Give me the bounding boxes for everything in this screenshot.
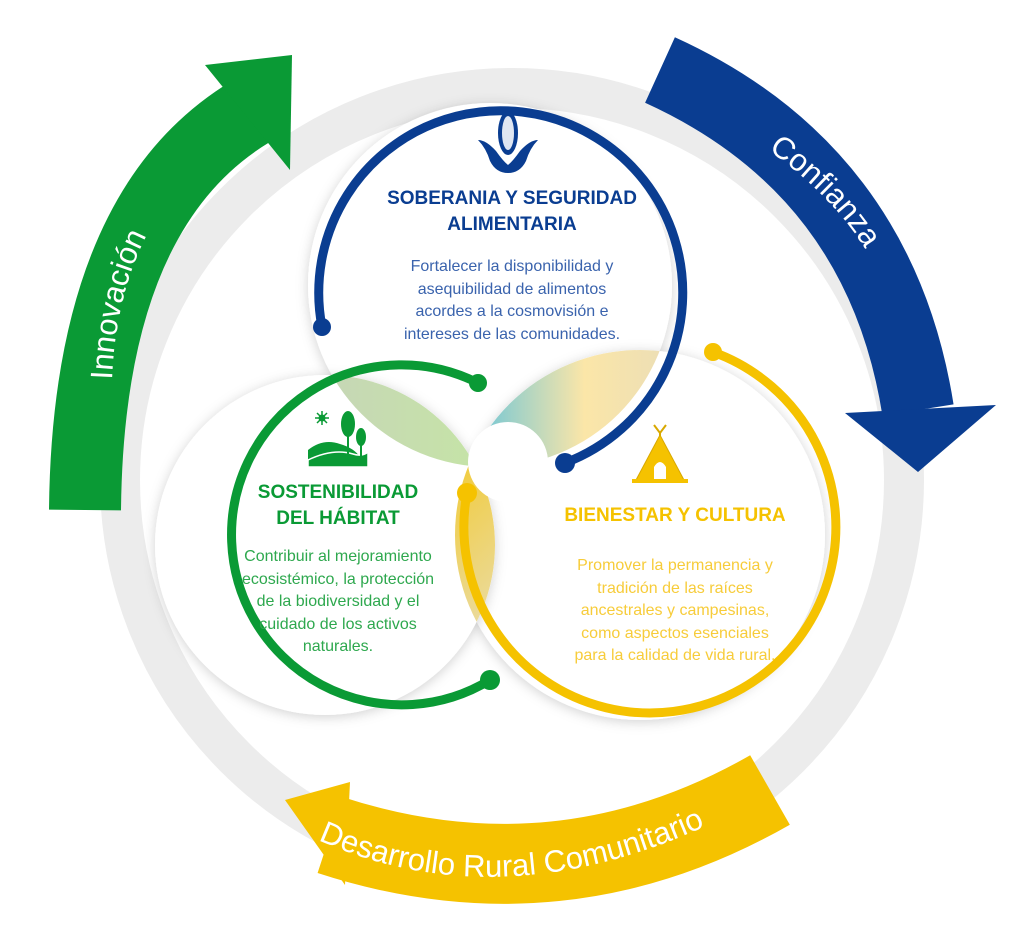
food-line: Fortalecer la disponibilidad y [410, 258, 614, 275]
culture-line: tradición de las raíces [597, 579, 753, 597]
overlap-food-culture [455, 350, 672, 467]
food-arc-start-dot [313, 318, 331, 336]
food-line: asequibilidad de alimentos [417, 280, 607, 298]
food-circle-arc [314, 106, 688, 468]
culture-title-line1: BIENESTAR Y CULTURA [564, 505, 786, 526]
habitat-title-line2: DEL HÁBITAT [276, 508, 400, 529]
culture-line: como aspectos esenciales [581, 624, 769, 642]
culture-title: BIENESTAR Y CULTURA [535, 503, 815, 529]
teepee-icon [632, 424, 688, 483]
innovation-arrow [49, 55, 292, 511]
rural-development-arrow [285, 755, 790, 904]
habitat-line: Contribuir al mejoramiento [244, 548, 432, 565]
habitat-circle [155, 375, 495, 715]
food-title-line1: SOBERANIA Y SEGURIDAD [387, 188, 637, 209]
habitat-arc-end-dot [480, 670, 500, 690]
habitat-description: Contribuir al mejoramiento ecosistémico,… [208, 546, 468, 659]
habitat-title: SOSTENIBILIDAD DEL HÁBITAT [208, 480, 468, 532]
food-description: Fortalecer la disponibilidad y asequibil… [372, 256, 652, 346]
culture-arc-end-dot [457, 483, 477, 503]
corn-tulip-icon [478, 111, 538, 173]
habitat-line: naturales. [302, 638, 374, 655]
food-arc-end-dot [555, 453, 575, 473]
culture-line: ancestrales y campesinas, [580, 602, 770, 619]
culture-circle-arc [459, 347, 841, 718]
center-intersection [468, 422, 548, 502]
habitat-circle-arc [227, 360, 495, 710]
food-line: acordes a la cosmovisión e [415, 303, 609, 320]
culture-line: para la calidad de vida rural. [574, 647, 776, 664]
food-title-line2: ALIMENTARIA [447, 214, 577, 235]
habitat-line: de la biodiversidad y el [256, 593, 420, 610]
habitat-line: cuidado de los activos [259, 615, 417, 633]
food-line: intereses de las comunidades. [403, 325, 621, 343]
habitat-title-line1: SOSTENIBILIDAD [257, 482, 419, 503]
habitat-line: ecosistémico, la protección [241, 570, 435, 588]
culture-arc-start-dot [704, 343, 722, 361]
culture-description: Promover la permanencia y tradición de l… [540, 555, 810, 668]
food-title: SOBERANIA Y SEGURIDAD ALIMENTARIA [352, 186, 672, 238]
trust-arrow [644, 37, 996, 472]
landscape-trees-sun-icon [307, 411, 369, 468]
habitat-arc-start-dot [469, 374, 487, 392]
culture-line: Promover la permanencia y [577, 557, 773, 574]
